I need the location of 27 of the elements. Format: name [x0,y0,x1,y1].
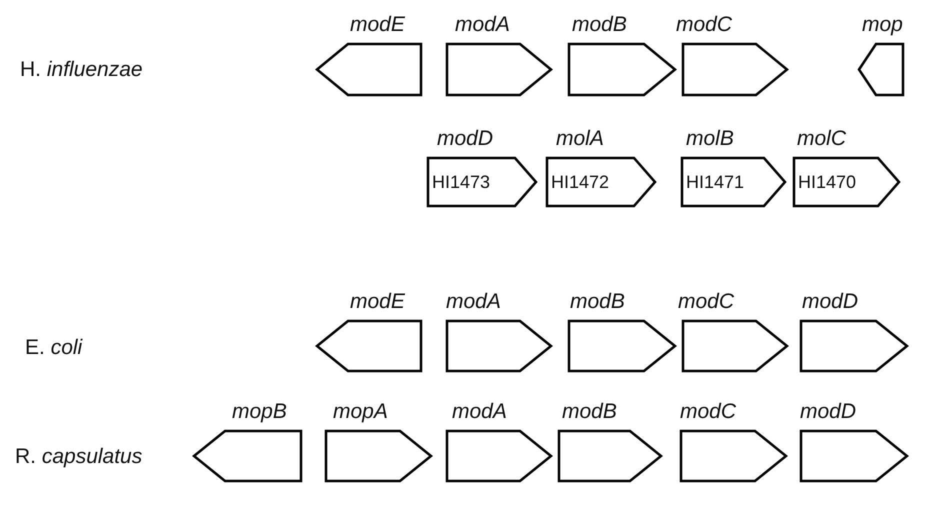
organism-name: H. influenzae [20,58,143,82]
gene-name: mopB [232,400,287,424]
locus-tag: HI1472 [551,172,610,192]
gene-name: modB [570,290,625,314]
gene-name: modA [452,400,507,424]
gene-name: modC [678,290,734,314]
gene-name: modB [562,400,617,424]
gene-name: modD [800,400,856,424]
organism-name: E. coli [25,336,82,360]
gene-name: modD [437,127,494,151]
gene-name: modC [676,13,732,37]
gene-name: modE [350,13,405,37]
locus-tag: HI1471 [686,172,744,192]
gene-name: modE [350,290,405,314]
gene-name: mop [862,13,903,37]
gene-name: molA [556,127,604,151]
organism-name: R. capsulatus [15,445,142,469]
gene-name: molC [797,127,846,151]
gene-name: molB [686,127,734,151]
gene-name: mopA [333,400,388,424]
gene-name: modC [680,400,736,424]
locus-tag: HI1473 [432,172,490,192]
gene-name: modD [802,290,858,314]
gene-name: modB [572,13,627,37]
gene-name: modA [455,13,510,37]
locus-tag: HI1470 [798,172,856,192]
gene-name: modA [446,290,501,314]
